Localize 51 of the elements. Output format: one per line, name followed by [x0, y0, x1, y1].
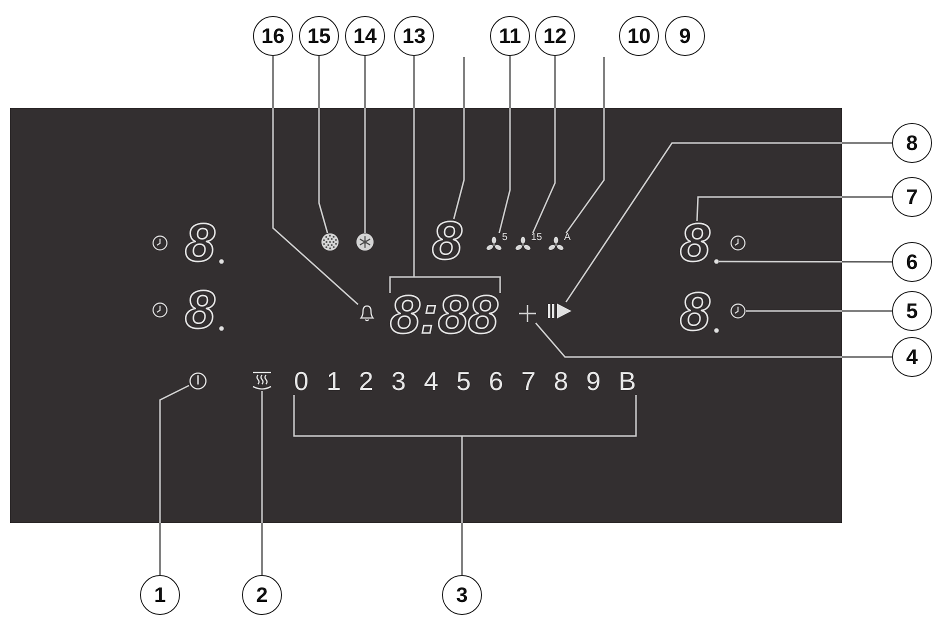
- leader-line: [565, 142, 892, 302]
- leader-line: [535, 322, 892, 358]
- asterisk-disc-icon: [356, 233, 374, 251]
- leader-line: [364, 56, 366, 233]
- callout-number: 12: [535, 16, 575, 56]
- clock-icon: [730, 303, 746, 319]
- callout-number: 4: [892, 337, 932, 377]
- level-scale: 0 1 2 3 4 5 6 7 8 9 B: [294, 367, 636, 395]
- callout-number: 14: [345, 16, 385, 56]
- leader-line: [272, 56, 358, 305]
- digit-display: 8: [680, 221, 712, 265]
- callout-number: 15: [299, 16, 339, 56]
- leader-line: [746, 310, 892, 312]
- callout-number: 6: [892, 242, 932, 282]
- bell-icon: [358, 303, 376, 322]
- leader-line: [532, 56, 556, 234]
- callout-number: 8: [892, 123, 932, 163]
- leader-line: [719, 260, 892, 263]
- superscript-label: A: [564, 233, 571, 243]
- digit-display: 8: [432, 219, 464, 263]
- callout-number: 3: [442, 575, 482, 615]
- callout-number: 7: [892, 177, 932, 217]
- dotted-disc-icon: [321, 233, 339, 251]
- superscript-label: 5: [502, 233, 508, 243]
- leader-line: [389, 55, 501, 294]
- leader-line: [453, 57, 465, 220]
- power-icon: [189, 372, 207, 390]
- digit-display: 8:88: [390, 293, 500, 337]
- leader-line: [696, 196, 892, 222]
- callout-number: 9: [665, 16, 705, 56]
- digit-display: 8: [185, 221, 217, 265]
- callout-number: 16: [253, 16, 293, 56]
- digit-display: 8: [680, 290, 712, 334]
- callout-number: 2: [242, 575, 282, 615]
- superscript-label: 15: [531, 233, 542, 243]
- callout-number: 10: [619, 16, 659, 56]
- leader-line: [498, 56, 511, 234]
- leader-line: [159, 384, 190, 575]
- play-pause-icon: [547, 302, 573, 320]
- digit-display: 8: [185, 288, 217, 332]
- decimal-point-icon: [714, 259, 719, 264]
- callout-number: 1: [140, 575, 180, 615]
- leader-line: [565, 57, 605, 234]
- leader-line: [318, 56, 328, 234]
- plus-icon: [518, 304, 537, 323]
- callout-number: 11: [490, 16, 530, 56]
- callout-number: 5: [892, 291, 932, 331]
- leader-line: [261, 391, 263, 575]
- callout-number: 13: [394, 16, 434, 56]
- heater-icon: [250, 371, 274, 391]
- leader-line: [293, 394, 637, 576]
